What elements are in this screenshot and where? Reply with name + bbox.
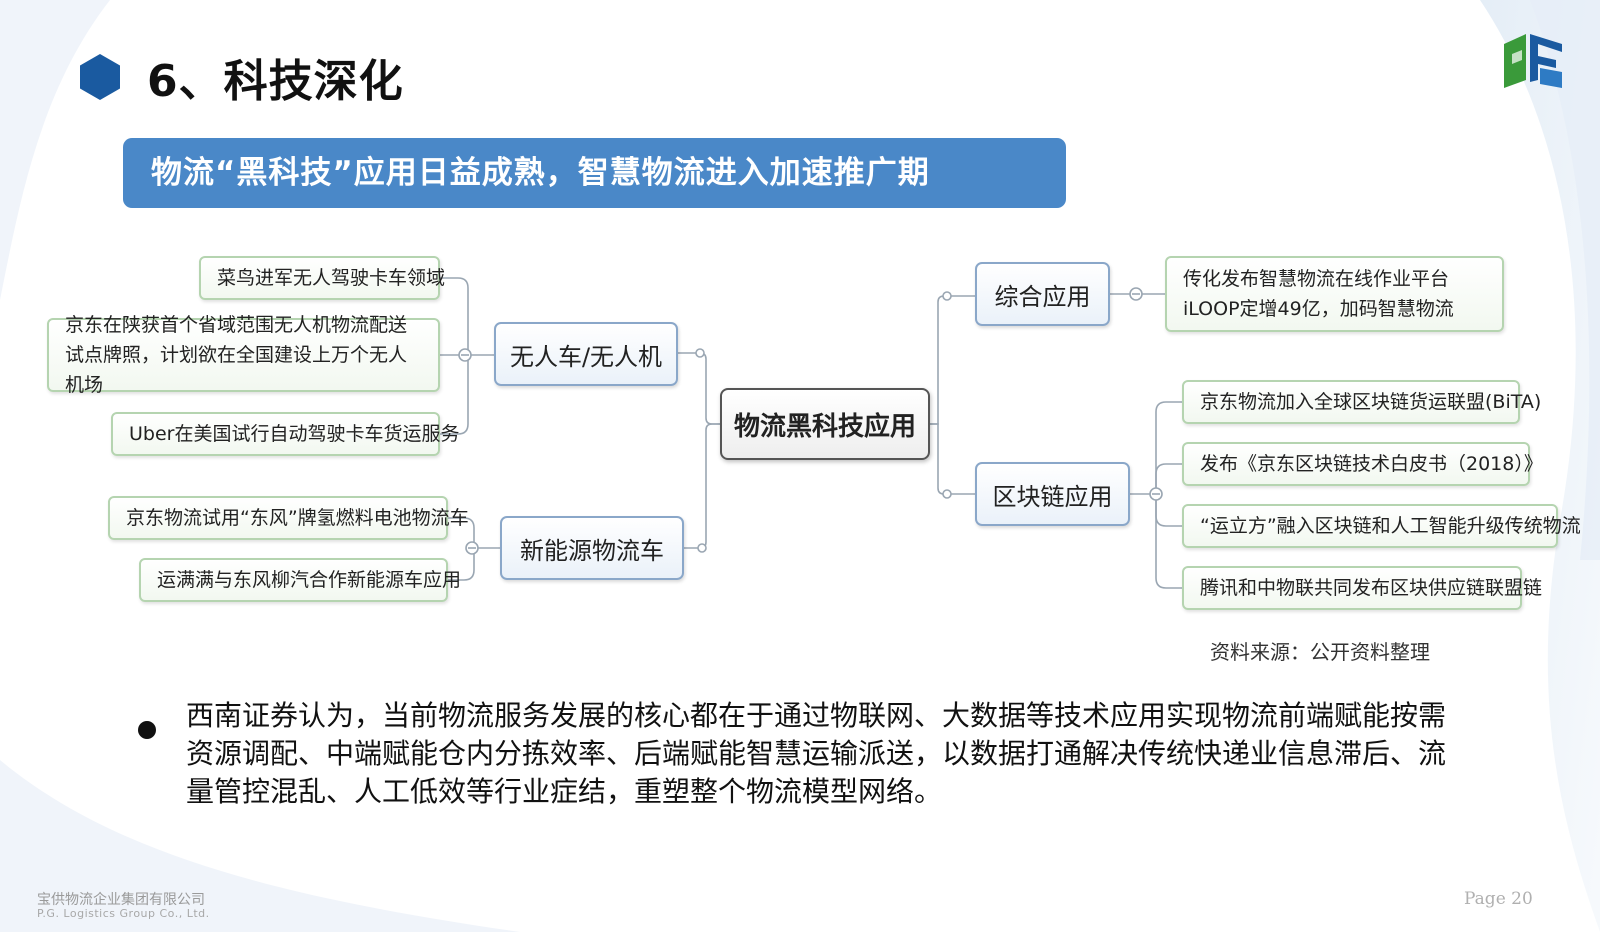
mindmap-root-label: 物流黑科技应用 xyxy=(733,411,916,442)
mindmap-leaf: 菜鸟进军无人驾驶卡车领域 xyxy=(199,256,445,300)
leaf-text: 京东物流试用“东风”牌氢燃料电池物流车 xyxy=(126,507,469,529)
bullet-dot-icon xyxy=(138,721,156,739)
mindmap-branch-new-energy: 新能源物流车 xyxy=(500,516,684,580)
mindmap-leaf: 京东物流加入全球区块链货运联盟(BiTA) xyxy=(1182,380,1541,424)
company-logo-icon xyxy=(1504,34,1562,88)
branch-label: 区块链应用 xyxy=(992,482,1113,511)
page-title: 6、科技深化 xyxy=(147,56,404,107)
leaf-text: 腾讯和中物联共同发布区块供应链联盟链 xyxy=(1200,577,1543,599)
mindmap-leaf: 京东在陕获首个省域范围无人机物流配送试点牌照，计划欲在全国建设上万个无人机场 xyxy=(47,314,440,396)
leaf-text: 京东在陕获首个省域范围无人机物流配送试点牌照，计划欲在全国建设上万个无人机场 xyxy=(65,314,408,396)
footer-company-cn: 宝供物流企业集团有限公司 xyxy=(37,892,205,908)
mindmap-leaf: 京东物流试用“东风”牌氢燃料电池物流车 xyxy=(108,496,469,540)
leaf-text: 菜鸟进军无人驾驶卡车领域 xyxy=(217,267,446,289)
branch-label: 新能源物流车 xyxy=(520,536,664,565)
mindmap-branch-blockchain: 区块链应用 xyxy=(975,462,1130,526)
hexagon-bullet-icon xyxy=(80,54,120,100)
source-note: 资料来源：公开资料整理 xyxy=(1210,640,1430,664)
mindmap-leaf: 腾讯和中物联共同发布区块供应链联盟链 xyxy=(1182,566,1542,610)
mindmap-branch-unmanned: 无人车/无人机 xyxy=(494,322,678,386)
mindmap-leaf: “运立方”融入区块链和人工智能升级传统物流 xyxy=(1182,504,1581,548)
mindmap-root: 物流黑科技应用 xyxy=(720,388,930,460)
mindmap-leaf: 运满满与东风柳汽合作新能源车应用 xyxy=(139,558,461,602)
leaf-text: Uber在美国试行自动驾驶卡车货运服务 xyxy=(129,423,460,445)
mindmap-leaf: 传化发布智慧物流在线作业平台iLOOP定增49亿，加码智慧物流 xyxy=(1165,256,1504,332)
page-number: Page 20 xyxy=(1464,889,1533,909)
footer-company-en: P.G. Logistics Group Co., Ltd. xyxy=(37,907,210,920)
body-paragraph: 西南证券认为，当前物流服务发展的核心都在于通过物联网、大数据等技术应用实现物流前… xyxy=(186,699,1447,808)
leaf-text: 传化发布智慧物流在线作业平台iLOOP定增49亿，加码智慧物流 xyxy=(1183,268,1454,320)
headline-banner: 物流“黑科技”应用日益成熟，智慧物流进入加速推广期 xyxy=(123,138,1066,208)
mindmap-leaf: 发布《京东区块链技术白皮书（2018）》 xyxy=(1182,442,1543,486)
mindmap-leaf: Uber在美国试行自动驾驶卡车货运服务 xyxy=(111,412,459,456)
mindmap-branch-integrated: 综合应用 xyxy=(975,262,1110,326)
leaf-text: 发布《京东区块链技术白皮书（2018）》 xyxy=(1200,453,1543,475)
leaf-text: 京东物流加入全球区块链货运联盟(BiTA) xyxy=(1200,391,1542,413)
leaf-text: 运满满与东风柳汽合作新能源车应用 xyxy=(157,569,462,591)
leaf-text: “运立方”融入区块链和人工智能升级传统物流 xyxy=(1200,515,1581,537)
branch-label: 综合应用 xyxy=(994,282,1091,311)
branch-label: 无人车/无人机 xyxy=(509,342,663,371)
